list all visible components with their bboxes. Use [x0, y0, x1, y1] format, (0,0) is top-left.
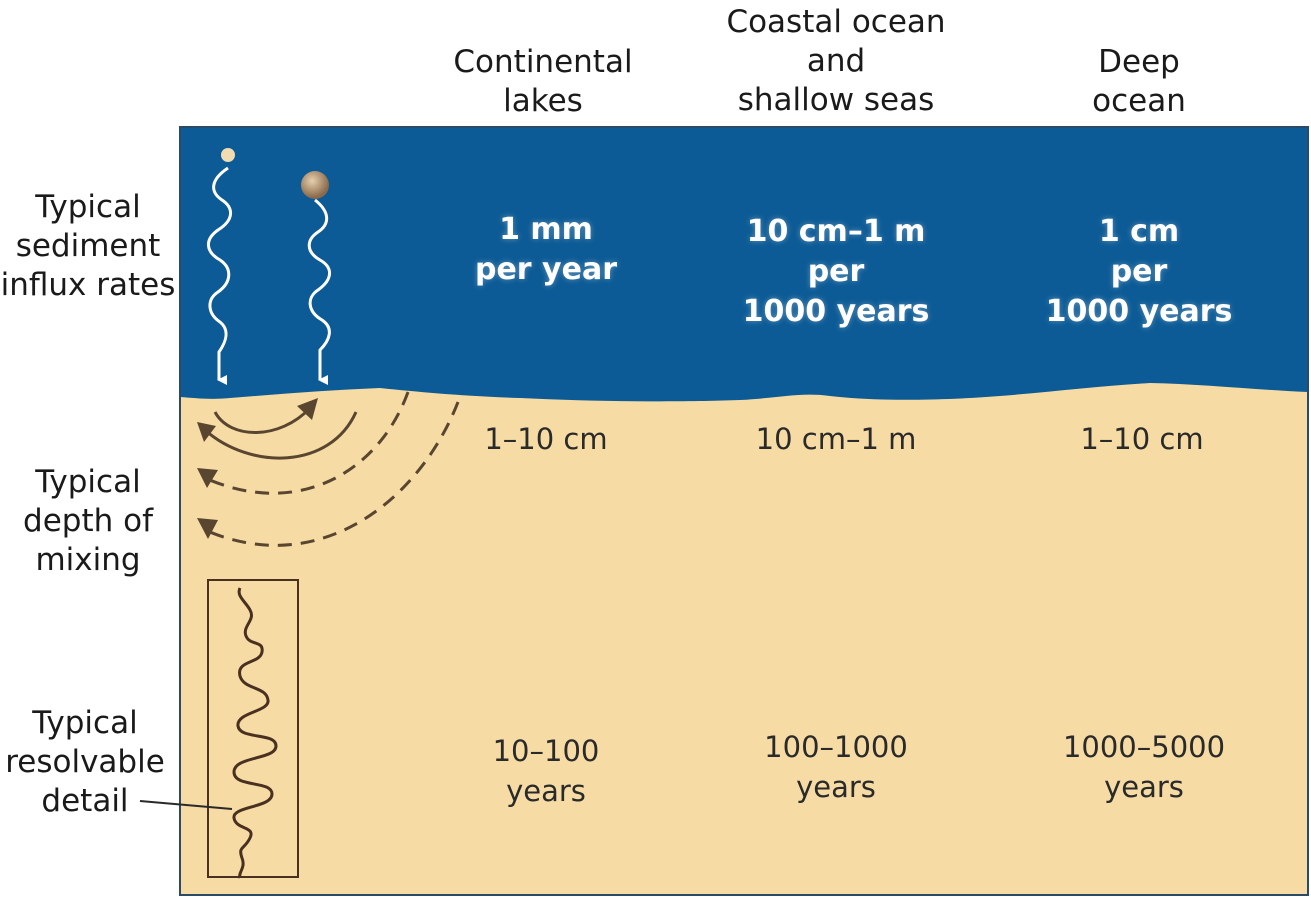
detail-value-line: years — [506, 774, 586, 808]
mixing-value-deep-ocean: 1–10 cm — [1042, 419, 1242, 459]
detail-value-line: 100–1000 — [764, 730, 908, 764]
detail-value-deep-ocean: 1000–5000 years — [1024, 727, 1264, 807]
row-label-line: resolvable — [5, 744, 165, 780]
row-label-line: depth of — [23, 503, 153, 539]
row-label-line: Typical — [35, 189, 141, 225]
detail-value-line: years — [1104, 770, 1184, 804]
detail-leader-line — [139, 800, 233, 810]
column-header-deep-ocean: Deep ocean — [1039, 43, 1239, 121]
row-label-depth-of-mixing: Typical depth of mixing — [0, 463, 176, 580]
detail-value-lakes: 10–100 years — [436, 731, 656, 811]
sediment-layer — [179, 379, 1309, 896]
mixing-value-lakes: 1–10 cm — [446, 419, 646, 459]
column-header-line: Coastal ocean — [726, 4, 946, 40]
influx-value-line: 10 cm–1 m — [746, 214, 926, 249]
influx-value-line: 1000 years — [742, 294, 930, 329]
row-label-influx-rates: Typical sediment influx rates — [0, 188, 176, 305]
detail-value-coastal: 100–1000 years — [716, 727, 956, 807]
influx-value-coastal: 10 cm–1 m per 1000 years — [706, 212, 966, 332]
row-label-line: influx rates — [0, 267, 176, 303]
mixing-value-line: 10 cm–1 m — [755, 422, 917, 456]
row-label-line: Typical — [35, 464, 141, 500]
influx-value-line: 1000 years — [1045, 294, 1233, 329]
column-header-continental-lakes: Continental lakes — [413, 43, 673, 121]
influx-value-line: per — [807, 254, 865, 289]
column-header-line: shallow seas — [737, 82, 935, 118]
mixing-value-line: 1–10 cm — [484, 422, 608, 456]
column-header-line: Deep — [1098, 44, 1180, 80]
diagram-frame — [179, 126, 1309, 896]
row-label-resolvable-detail: Typical resolvable detail — [0, 704, 170, 821]
row-label-line: sediment — [15, 228, 161, 264]
row-label-line: Typical — [32, 705, 138, 741]
column-header-line: and — [806, 43, 866, 79]
water-layer — [180, 127, 1308, 402]
small-grain-fall-arrow — [207, 166, 232, 385]
influx-value-line: per year — [474, 252, 617, 287]
mixing-value-coastal: 10 cm–1 m — [726, 419, 946, 459]
large-grain-fall-arrow — [307, 198, 331, 385]
column-header-line: Continental — [453, 44, 633, 80]
influx-value-deep-ocean: 1 cm per 1000 years — [1024, 212, 1254, 332]
row-label-line: mixing — [35, 542, 141, 578]
detail-value-line: 1000–5000 — [1062, 730, 1226, 764]
core-sample-curve — [232, 587, 278, 879]
influx-value-line: 1 cm — [1098, 214, 1180, 249]
mixing-arrowheads — [197, 398, 318, 539]
core-sample-box — [207, 579, 299, 878]
row-label-line: detail — [41, 783, 129, 819]
column-header-coastal-ocean: Coastal ocean and shallow seas — [686, 3, 986, 120]
mixing-value-line: 1–10 cm — [1080, 422, 1204, 456]
column-header-line: lakes — [503, 83, 583, 119]
influx-value-lakes: 1 mm per year — [436, 210, 656, 290]
detail-value-line: 10–100 — [492, 734, 600, 768]
large-grain-icon — [301, 171, 329, 199]
column-header-line: ocean — [1092, 83, 1186, 119]
mixing-arrows — [204, 391, 460, 547]
detail-value-line: years — [796, 770, 876, 804]
small-grain-icon — [221, 148, 235, 162]
influx-value-line: 1 mm — [499, 212, 593, 247]
influx-value-line: per — [1110, 254, 1168, 289]
